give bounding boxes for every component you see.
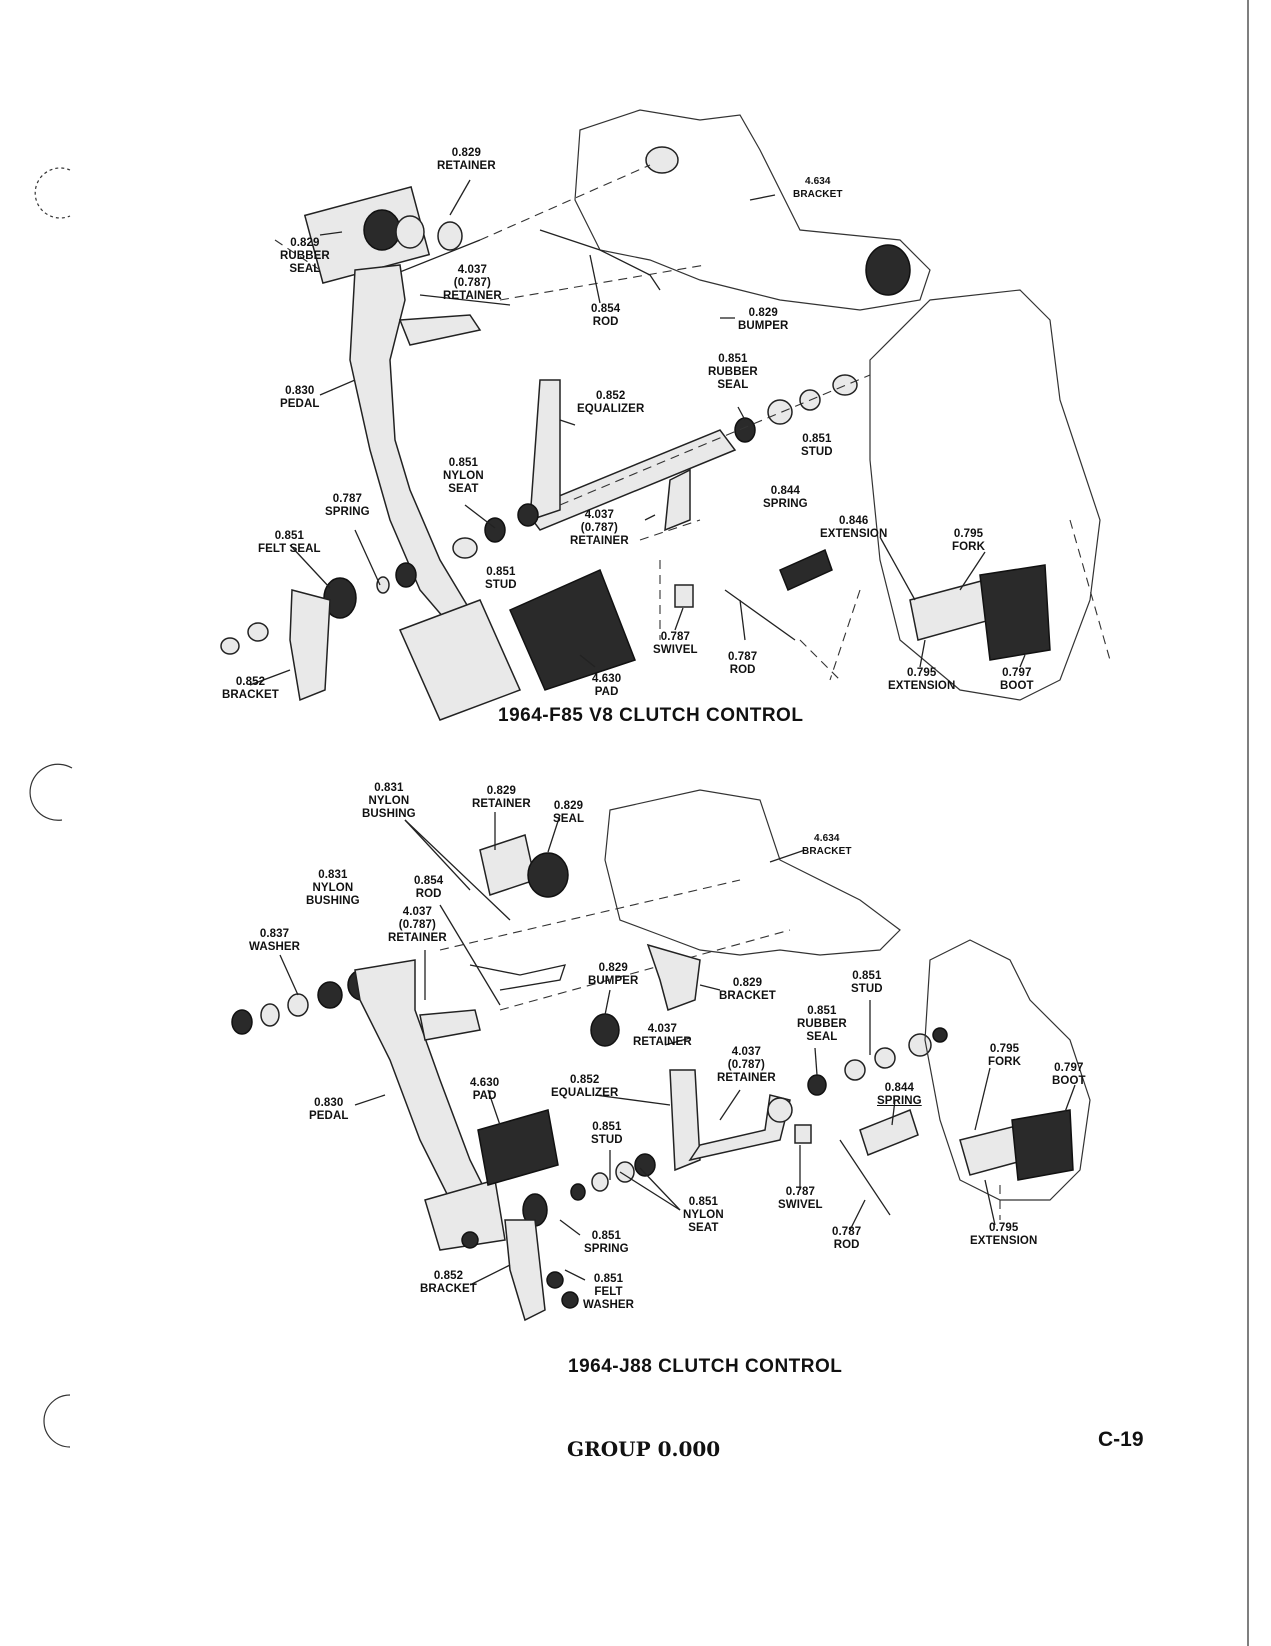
callout-retainer-4037-bottom: 4.037(0.787)RETAINER	[388, 906, 447, 944]
bottom-diagram-title: 1964-J88 CLUTCH CONTROL	[568, 1356, 843, 1377]
callout-retainer-4037: 4.037(0.787)RETAINER	[443, 264, 502, 302]
top-pad-4630-shape	[509, 568, 636, 691]
top-bracket-4634-shape	[574, 109, 931, 311]
binder-hole-middle	[29, 763, 73, 821]
callout-retainer-4037-b: 4.037(0.787)RETAINER	[570, 509, 629, 547]
top-diagram-artwork	[220, 109, 1111, 721]
footer-page-number: C-19	[1098, 1428, 1144, 1451]
top-diagram-title: 1964-F85 V8 CLUTCH CONTROL	[498, 705, 804, 726]
binder-hole-bottom	[43, 1394, 71, 1448]
footer-group-label: GROUP 0.000	[567, 1437, 721, 1461]
binder-hole-top	[34, 167, 71, 219]
callout-retainer-4037-d: 4.037(0.787)RETAINER	[717, 1046, 776, 1084]
bottom-diagram-artwork	[231, 789, 1091, 1322]
top-pedal-shape	[349, 264, 471, 627]
